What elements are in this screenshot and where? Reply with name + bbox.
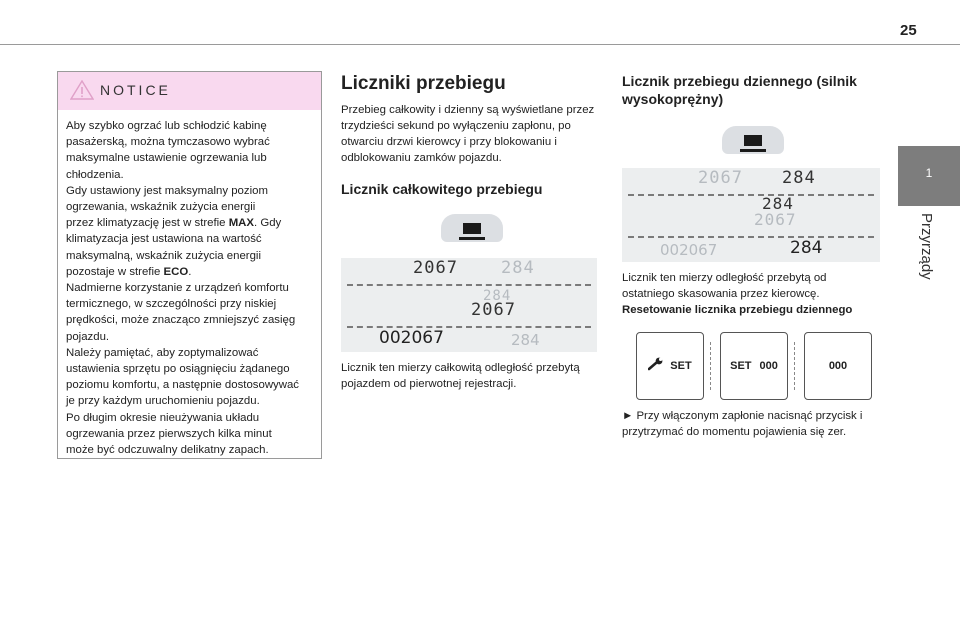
notice-line: ogrzewania, wskaźnik zużycia energii — [66, 201, 256, 214]
notice-line: Nadmierne korzystanie z urządzeń komfort… — [66, 282, 289, 295]
page-number: 25 — [900, 22, 917, 39]
notice-line: je przy każdym uruchomieniu pojazdu. — [66, 395, 260, 408]
wrench-icon — [647, 357, 664, 376]
odometer-section: Liczniki przebiegu Przebieg całkowity i … — [341, 72, 599, 392]
notice-line: pasażerską, można tymczasowo wybrać — [66, 136, 270, 149]
notice-line: ogrzewania przez pierwszych kilka minut — [66, 427, 272, 440]
notice-header: NOTICE — [58, 72, 321, 110]
display-separator — [347, 326, 591, 328]
trip-odometer-section: Licznik przebiegu dziennego (silnik wyso… — [622, 72, 882, 440]
display-separator — [347, 284, 591, 286]
notice-line: Gdy ustawiony jest maksymalny poziom — [66, 184, 268, 197]
header-rule — [0, 44, 960, 45]
notice-line: maksymalną, wskaźnik zużycia energii — [66, 249, 261, 262]
total-value-bottom: 002067 — [379, 328, 444, 348]
notice-line-eco: pozostaje w strefie ECO. — [66, 265, 192, 278]
section-intro: Przebieg całkowity i dzienny są wyświetl… — [341, 104, 595, 164]
display-separator — [628, 194, 874, 196]
total-value-top: 2067 — [413, 258, 458, 278]
trip-value-bottom: 284 — [511, 331, 540, 349]
zeros-display-button[interactable]: 000 — [804, 332, 872, 400]
chapter-label: Przyrządy — [918, 213, 935, 280]
chapter-number: 1 — [925, 166, 933, 180]
trip-value-bottom: 284 — [790, 238, 823, 258]
trip-odometer-heading: Licznik przebiegu dziennego (silnik wyso… — [622, 73, 857, 107]
zeros-label: 000 — [759, 360, 778, 372]
set-label: SET — [670, 360, 692, 372]
notice-body: Aby szybko ogrzać lub schłodzić kabinę p… — [58, 110, 321, 458]
notice-line: prędkości, może znacząco zmniejszyć zasi… — [66, 314, 296, 327]
total-odometer-heading: Licznik całkowitego przebiegu — [341, 181, 543, 197]
notice-line: Należy pamiętać, aby zoptymalizować — [66, 346, 259, 359]
eco-label: ECO — [163, 265, 189, 278]
max-label: MAX — [228, 217, 254, 230]
section-title: Liczniki przebiegu — [341, 73, 506, 94]
notice-line: Po długim okresie nieużywania układu — [66, 411, 260, 424]
notice-line: termicznego, w szczególności przy niskie… — [66, 298, 277, 311]
total-odometer-display: 2067 284 284 2067 002067 284 — [341, 258, 597, 352]
total-value-mid: 2067 — [754, 210, 797, 229]
step-separator — [794, 342, 795, 390]
trip-value-mid: 284 — [762, 194, 794, 213]
chapter-tab[interactable]: 1 — [898, 146, 960, 206]
reset-heading: Resetowanie licznika przebiegu dziennego — [622, 304, 853, 316]
dashboard-icon — [722, 122, 784, 156]
reset-instruction: ► Przy włączonym zapłonie nacisnąć przyc… — [622, 410, 863, 438]
notice-line: maksymalne ustawienie ogrzewania lub — [66, 152, 267, 165]
notice-title: NOTICE — [100, 82, 171, 98]
total-odometer-caption: Licznik ten mierzy całkowitą odległość p… — [341, 362, 580, 390]
notice-box: NOTICE Aby szybko ogrzać lub schłodzić k… — [57, 71, 322, 459]
trip-odometer-display: 2067 284 284 2067 002067 284 — [622, 168, 880, 262]
notice-line: poziomu komfortu, a następnie dostosowyw… — [66, 379, 299, 392]
notice-line-max: przez klimatyzację jest w strefie MAX. G… — [66, 217, 282, 230]
trip-odometer-caption: Licznik ten mierzy odległość przebytą od… — [622, 272, 827, 300]
notice-line: Aby szybko ogrzać lub schłodzić kabinę — [66, 120, 267, 132]
set-button-wrench[interactable]: SET — [636, 332, 704, 400]
trip-value-mid: 284 — [483, 288, 512, 304]
set-000-button[interactable]: SET 000 — [720, 332, 788, 400]
notice-line: ustawienia sprzętu po osiągnięciu żądane… — [66, 363, 290, 376]
dashboard-icon — [441, 210, 503, 244]
set-label: SET — [730, 360, 752, 372]
trip-value-top: 284 — [501, 258, 535, 278]
reset-button-sequence: SET SET 000 000 — [622, 332, 882, 404]
total-value-top: 2067 — [698, 168, 743, 188]
notice-line: chłodzenia. — [66, 168, 124, 181]
total-value-mid: 2067 — [471, 300, 516, 320]
total-value-bottom: 002067 — [660, 241, 718, 259]
chapter-label-wrap: Przyrządy — [898, 205, 960, 305]
notice-line: klimatyzacja jest ustawiona na wartość — [66, 233, 262, 246]
notice-line: pojazdu. — [66, 330, 110, 343]
warning-icon — [69, 79, 95, 105]
notice-line: może być odczuwalny delikatny zapach. — [66, 444, 269, 457]
step-separator — [710, 342, 711, 390]
trip-value-top: 284 — [782, 168, 816, 188]
zeros-label: 000 — [828, 360, 848, 372]
display-separator — [628, 236, 874, 238]
